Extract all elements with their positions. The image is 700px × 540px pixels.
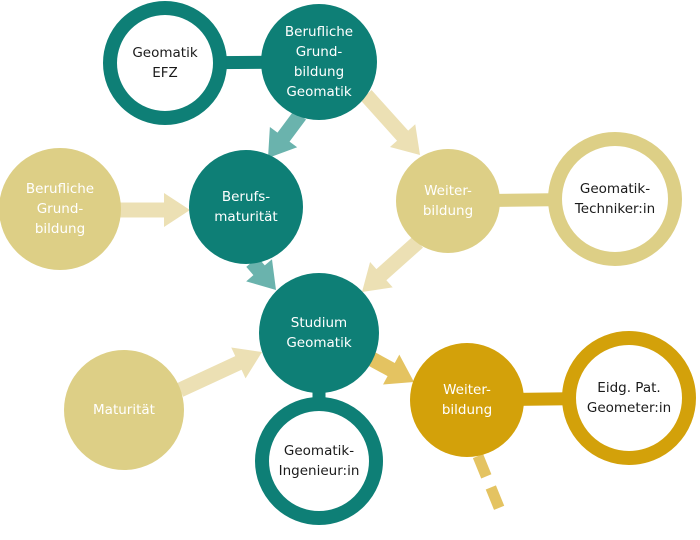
node-geomatik-techniker-label-line: Techniker:in xyxy=(574,201,655,217)
edge-berufsmaturitaet-to-studium-geomatik-arrow-shape xyxy=(246,257,276,290)
node-berufsmaturitaet-label-line: Berufs- xyxy=(222,189,270,205)
node-studium-geomatik-label-line: Geomatik xyxy=(286,335,351,351)
node-maturitaet-label-line: Maturität xyxy=(93,402,155,418)
node-berufliche-grundbildung-circle xyxy=(0,148,121,270)
node-geomatik-ingenieur-circle xyxy=(255,397,383,525)
node-geometer-label-line: Eidg. Pat. xyxy=(597,380,660,396)
node-weiterbildung-2-label-line: bildung xyxy=(442,402,492,418)
edge-studium-geomatik-to-weiterbildung-2-arrow-shape xyxy=(366,351,414,385)
edge-berufliche-grundbildung-to-berufsmaturitaet-arrow xyxy=(120,193,190,227)
edge-maturitaet-to-studium-geomatik-arrow xyxy=(176,347,262,397)
node-berufsmaturitaet-circle xyxy=(189,150,303,264)
edge-maturitaet-to-studium-geomatik-arrow-shape xyxy=(176,347,262,397)
node-weiterbildung-2: Weiter-bildung xyxy=(410,343,524,457)
node-studium-geomatik-label-line: Studium xyxy=(291,315,347,331)
nodes-layer: GeomatikEFZBeruflicheGrund-bildungGeomat… xyxy=(0,1,696,525)
edge-grundbildung-geomatik-to-berufsmaturitaet-arrow xyxy=(268,110,307,158)
node-grundbildung-geomatik-label-line: bildung xyxy=(294,64,344,80)
node-geomatik-techniker: Geomatik- Techniker:in xyxy=(548,132,682,266)
node-weiterbildung-2-circle xyxy=(410,343,524,457)
node-studium-geomatik-circle xyxy=(259,273,379,393)
node-weiterbildung-1-label-line: bildung xyxy=(423,203,473,219)
node-geomatik-ingenieur-label-line: Ingenieur:in xyxy=(279,463,360,479)
node-maturitaet-circle xyxy=(64,350,184,470)
node-berufliche-grundbildung-label-line: bildung xyxy=(35,221,85,237)
node-grundbildung-geomatik-circle xyxy=(261,4,377,120)
edge-weiterbildung-1-to-studium-geomatik-arrow-shape xyxy=(362,236,423,292)
edge-studium-geomatik-to-weiterbildung-2-arrow xyxy=(366,351,414,385)
node-geomatik-ingenieur-label-line: Geomatik- xyxy=(284,443,354,459)
edge-grundbildung-geomatik-to-weiterbildung-1-arrow-shape xyxy=(360,89,420,155)
node-berufliche-grundbildung-label-line: Grund- xyxy=(37,201,84,217)
node-grundbildung-geomatik-label-line: Geomatik xyxy=(286,84,351,100)
edge-grundbildung-geomatik-to-berufsmaturitaet-arrow-shape xyxy=(268,110,307,158)
node-berufsmaturitaet-label-line: maturität xyxy=(214,209,277,225)
node-weiterbildung-1-circle xyxy=(396,149,500,253)
dashed-continuation-line xyxy=(472,453,506,513)
node-maturitaet: Maturität xyxy=(64,350,184,470)
node-geometer-label-line: Geometer:in xyxy=(587,400,671,416)
edge-grundbildung-geomatik-to-weiterbildung-1-arrow xyxy=(360,89,420,155)
node-geomatik-techniker-circle xyxy=(548,132,682,266)
node-geomatik-efz-label-line: Geomatik xyxy=(132,45,197,61)
node-grundbildung-geomatik-label-line: Berufliche xyxy=(285,24,353,40)
node-geomatik-techniker-label-line: Geomatik- xyxy=(580,181,650,197)
node-weiterbildung-1: Weiter-bildung xyxy=(396,149,500,253)
node-weiterbildung-2-label-line: Weiter- xyxy=(443,382,491,398)
edge-weiterbildung-1-to-studium-geomatik-arrow xyxy=(362,236,423,292)
edge-berufliche-grundbildung-to-berufsmaturitaet-arrow-shape xyxy=(120,193,190,227)
node-geometer-circle xyxy=(562,331,696,465)
node-geomatik-efz-label-line: EFZ xyxy=(152,65,178,81)
node-berufliche-grundbildung-label-line: Berufliche xyxy=(26,181,94,197)
node-geometer: Eidg. Pat. Geometer:in xyxy=(562,331,696,465)
node-grundbildung-geomatik-label-line: Grund- xyxy=(296,44,343,60)
node-geomatik-ingenieur: Geomatik- Ingenieur:in xyxy=(255,397,383,525)
node-geomatik-efz-circle xyxy=(103,1,227,125)
node-weiterbildung-1-label-line: Weiter- xyxy=(424,183,472,199)
node-berufsmaturitaet: Berufs-maturität xyxy=(189,150,303,264)
edge-berufsmaturitaet-to-studium-geomatik-arrow xyxy=(246,257,276,290)
